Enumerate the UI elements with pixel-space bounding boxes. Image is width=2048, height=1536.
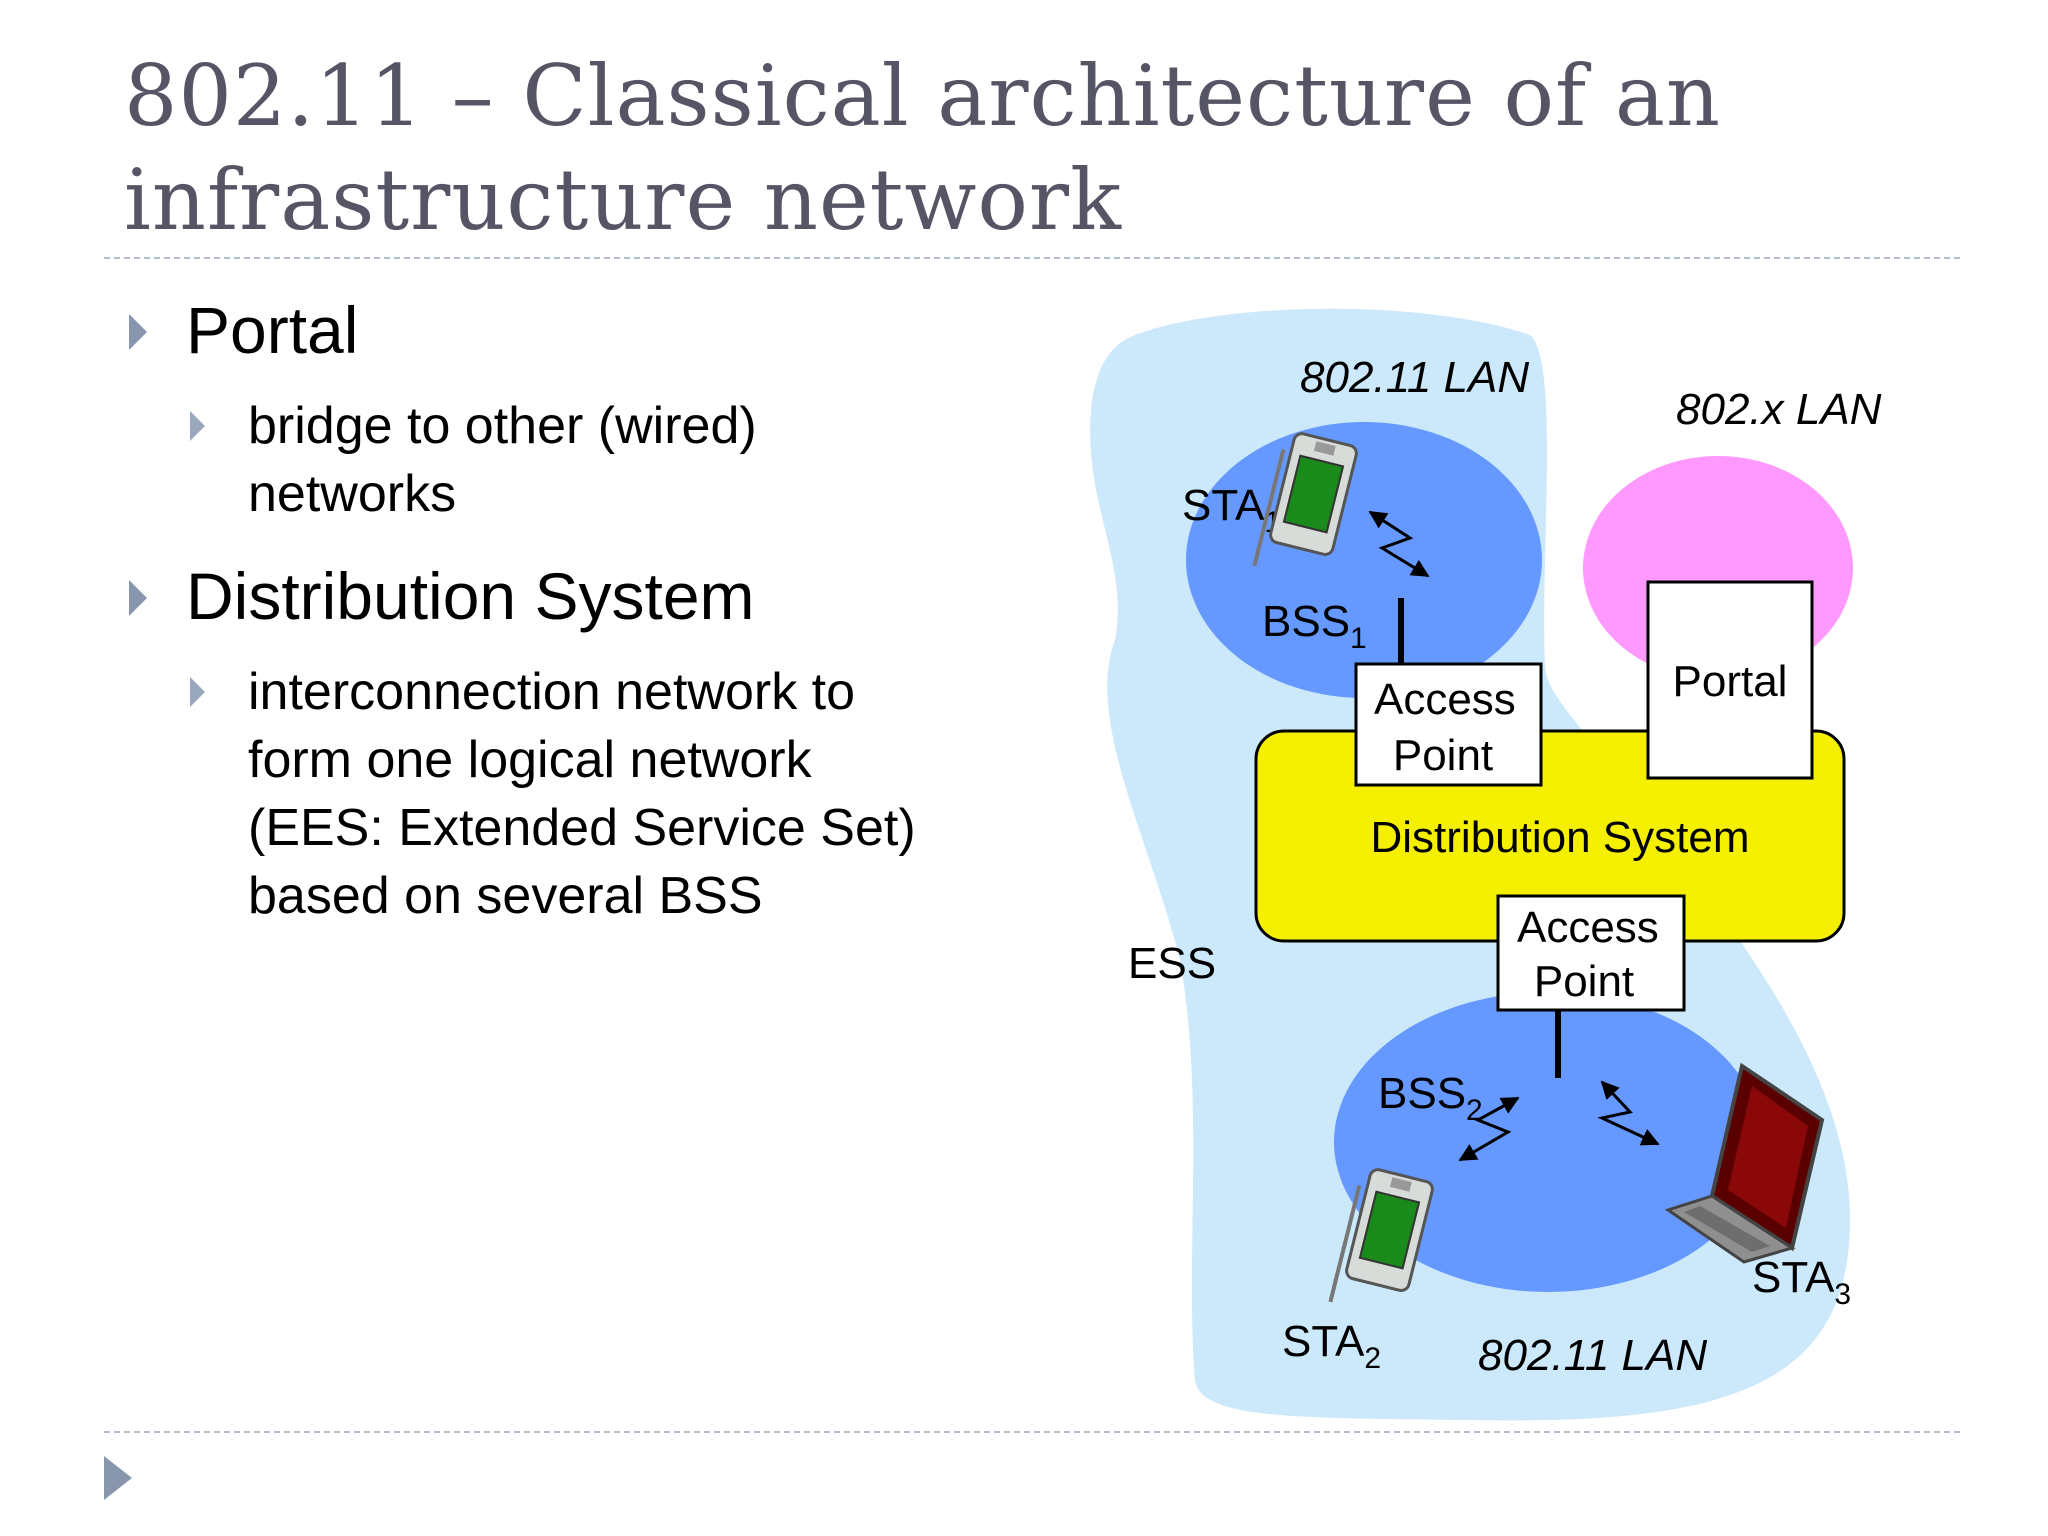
bullet-list: Portal bridge to other (wired) networks …	[124, 290, 1084, 958]
portal-label: Portal	[1673, 657, 1788, 706]
bullet-portal: Portal	[124, 290, 1084, 370]
portal-box	[1646, 580, 1814, 780]
radio-link-icon	[1458, 1096, 1520, 1162]
bss2-region	[1334, 992, 1762, 1292]
access-point-1-box	[1354, 662, 1543, 787]
sta2-label: STA2	[1282, 1317, 1381, 1375]
radio-link-icon	[1597, 1080, 1660, 1146]
slide-title: 802.11 – Classical architecture of an in…	[124, 44, 1924, 252]
lan-x-label: 802.x LAN	[1676, 385, 1882, 434]
pda-icon	[1252, 432, 1358, 567]
radio-link-icon	[1368, 510, 1430, 578]
bullet-arrow-icon	[129, 580, 147, 616]
bss1-label: BSS1	[1262, 597, 1367, 655]
footer-divider	[104, 1431, 1960, 1433]
bullet-distribution-system: Distribution System	[124, 556, 1084, 636]
footer-arrow-icon	[104, 1456, 132, 1500]
sub-bullet-line: bridge to other (wired)	[248, 397, 757, 455]
bullet-text: Portal	[186, 293, 359, 367]
sub-bullet-line: interconnection network to	[248, 663, 856, 721]
lan-top-label: 802.11 LAN	[1300, 353, 1529, 402]
sub-bullet-arrow-icon	[190, 411, 205, 441]
access-point-2-label: Access Point	[1517, 903, 1671, 1006]
sub-bullet-portal: bridge to other (wired) networks	[124, 392, 1084, 528]
access-point-2-box	[1496, 894, 1686, 1012]
sta1-label: STA1	[1182, 481, 1281, 539]
distribution-system-label: Distribution System	[1370, 813, 1749, 862]
sub-bullet-arrow-icon	[190, 677, 205, 707]
title-line-1: 802.11 – Classical architecture of an	[124, 47, 1722, 145]
lan-bottom-label: 802.11 LAN	[1478, 1331, 1707, 1380]
bss1-region	[1186, 422, 1542, 698]
ap-line-1: Access	[1517, 903, 1659, 952]
title-line-2: infrastructure network	[124, 151, 1122, 249]
ess-label: ESS	[1128, 939, 1216, 988]
ap-line-1: Access	[1374, 675, 1516, 724]
sub-bullet-line: based on several BSS	[248, 867, 763, 925]
bullet-text: Distribution System	[186, 559, 755, 633]
title-divider	[104, 257, 1960, 259]
sub-bullet-line: form one logical network	[248, 731, 812, 789]
sub-bullet-line: (EES: Extended Service Set)	[248, 799, 916, 857]
bullet-arrow-icon	[129, 314, 147, 350]
sta3-label: STA3	[1752, 1253, 1851, 1311]
laptop-icon	[1664, 1062, 1825, 1264]
ap-line-2: Point	[1393, 731, 1493, 780]
sub-bullet-distribution-system: interconnection network to form one logi…	[124, 658, 1084, 930]
ap-line-2: Point	[1534, 957, 1634, 1006]
access-point-1-label: Access Point	[1374, 675, 1528, 780]
pda-icon	[1328, 1168, 1434, 1303]
sub-bullet-line: networks	[248, 465, 457, 523]
